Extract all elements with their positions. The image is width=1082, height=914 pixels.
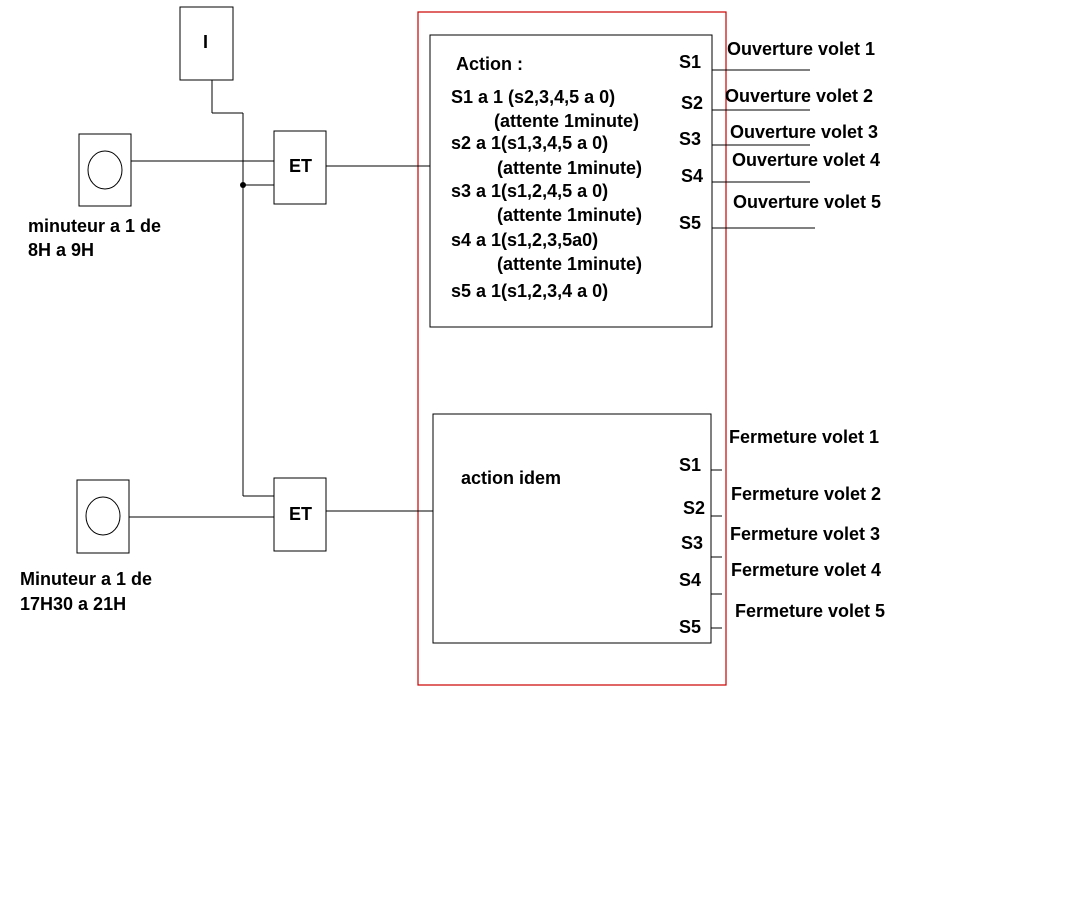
bottom-output-label-5: Fermeture volet 5 xyxy=(735,601,885,621)
action-top-box[interactable] xyxy=(429,34,713,328)
bottom-output-label-1: Fermeture volet 1 xyxy=(729,427,879,447)
bottom-output-label-4: Fermeture volet 4 xyxy=(731,560,881,580)
action-top-line-5: s3 a 1(s1,2,4,5 a 0) xyxy=(451,181,608,201)
action-top-line-7: s4 a 1(s1,2,3,5a0) xyxy=(451,230,598,250)
action-bottom-port-s4: S4 xyxy=(679,570,701,590)
action-top-line-6: (attente 1minute) xyxy=(497,205,642,225)
action-top-port-s4: S4 xyxy=(681,166,703,186)
bottom-output-label-2: Fermeture volet 2 xyxy=(731,484,881,504)
action-bottom-port-s3: S3 xyxy=(681,533,703,553)
top-output-label-3: Ouverture volet 3 xyxy=(730,122,878,142)
action-top-line-3: s2 a 1(s1,3,4,5 a 0) xyxy=(451,133,608,153)
enclosure-frame xyxy=(417,11,727,686)
gate-top-box[interactable] xyxy=(273,130,327,205)
top-output-label-5: Ouverture volet 5 xyxy=(733,192,881,212)
timer-bottom-label-line2: 17H30 a 21H xyxy=(20,594,126,614)
action-bottom-port-s2: S2 xyxy=(683,498,705,518)
action-top-port-s2: S2 xyxy=(681,93,703,113)
top-output-label-4: Ouverture volet 4 xyxy=(732,150,880,170)
action-top-port-s5: S5 xyxy=(679,213,701,233)
action-top-title: Action : xyxy=(456,54,523,74)
timer-top-dial xyxy=(87,150,123,190)
action-top-line-1: S1 a 1 (s2,3,4,5 a 0) xyxy=(451,87,615,107)
action-top-line-9: s5 a 1(s1,2,3,4 a 0) xyxy=(451,281,608,301)
switch-label: I xyxy=(203,32,208,52)
action-bottom-port-s1: S1 xyxy=(679,455,701,475)
switch-box[interactable] xyxy=(179,6,234,81)
action-top-port-s1: S1 xyxy=(679,52,701,72)
action-bottom-title: action idem xyxy=(461,468,561,488)
gate-bottom-label: ET xyxy=(289,504,312,524)
gate-top-label: ET xyxy=(289,156,312,176)
top-output-label-1: Ouverture volet 1 xyxy=(727,39,875,59)
timer-bottom-label-line1: Minuteur a 1 de xyxy=(20,569,152,589)
action-top-line-8: (attente 1minute) xyxy=(497,254,642,274)
timer-bottom-dial xyxy=(85,496,121,536)
action-top-line-4: (attente 1minute) xyxy=(497,158,642,178)
gate-bottom-box[interactable] xyxy=(273,477,327,552)
action-top-port-s3: S3 xyxy=(679,129,701,149)
action-top-line-2: (attente 1minute) xyxy=(494,111,639,131)
timer-bottom-box[interactable] xyxy=(76,479,130,554)
timer-top-label-line2: 8H a 9H xyxy=(28,240,94,260)
top-output-label-2: Ouverture volet 2 xyxy=(725,86,873,106)
action-bottom-port-s5: S5 xyxy=(679,617,701,637)
action-bottom-box[interactable] xyxy=(432,413,712,644)
timer-top-box[interactable] xyxy=(78,133,132,207)
timer-top-label-line1: minuteur a 1 de xyxy=(28,216,161,236)
bottom-output-label-3: Fermeture volet 3 xyxy=(730,524,880,544)
